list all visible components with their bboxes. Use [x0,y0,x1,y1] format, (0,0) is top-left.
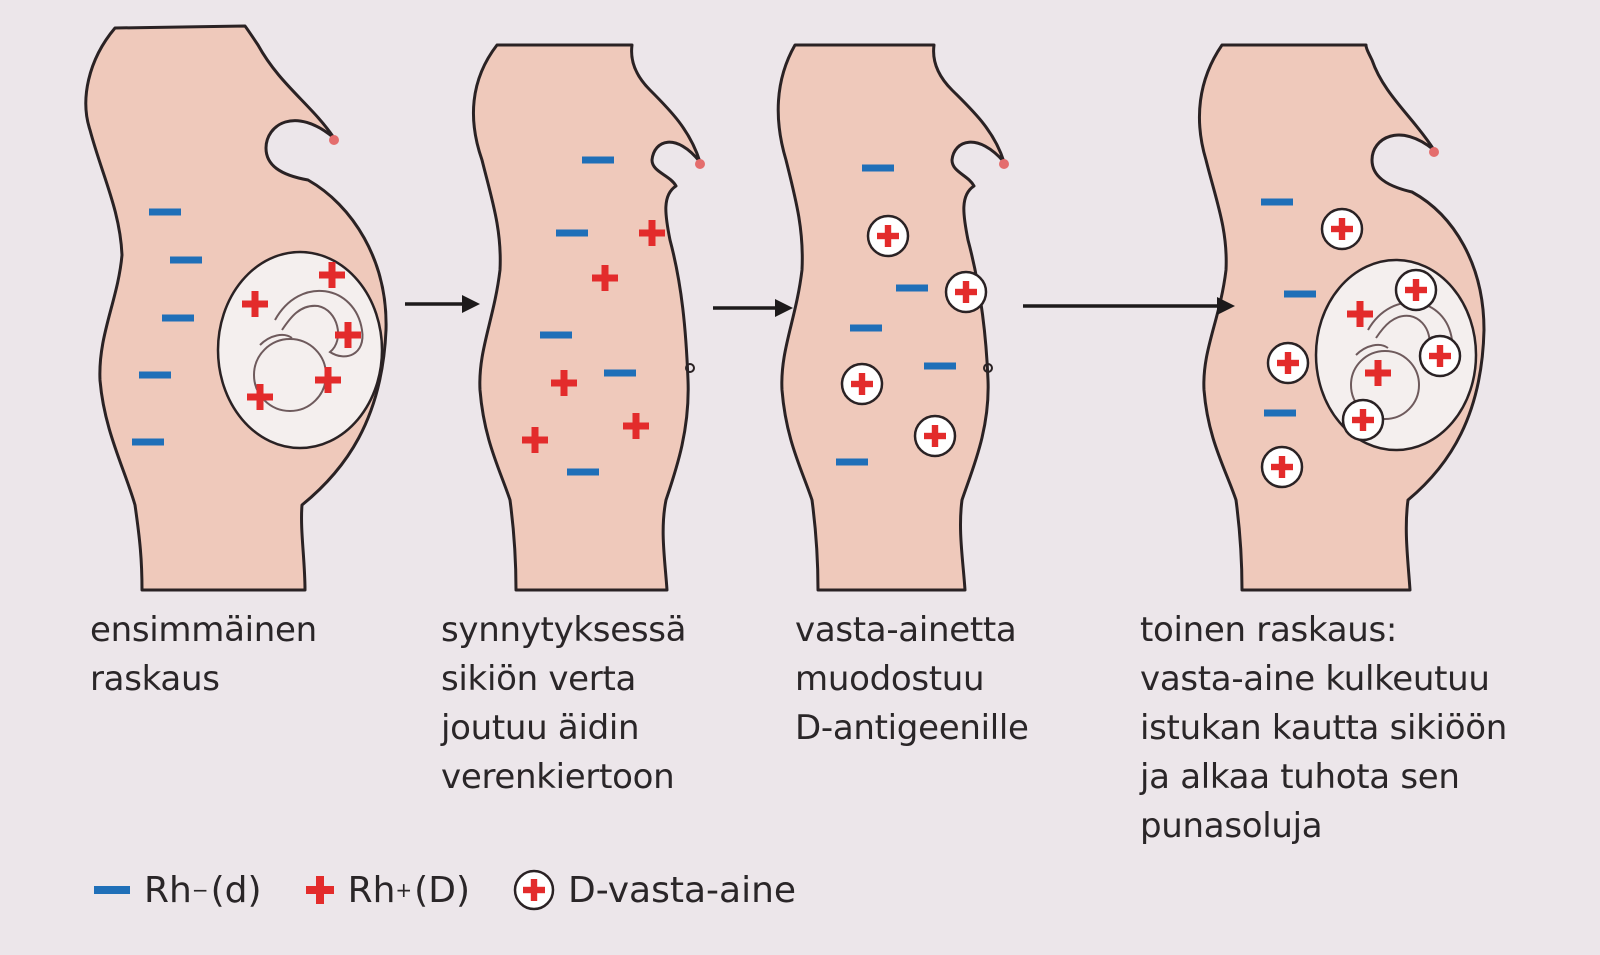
legend-suffix: (d) [210,869,262,911]
circled-plus-icon [1394,268,1438,312]
caption-second-pregnancy: toinen raskaus: vasta-aine kulkeutuu ist… [1140,606,1507,851]
legend-label: Rh [347,869,396,911]
minus-bar-icon [567,468,599,476]
nipple [695,159,705,169]
caption-line: ensimmäinen [90,610,317,650]
minus-bar-icon [850,324,882,332]
caption-line: raskaus [90,659,220,699]
minus-bar-icon [1264,409,1296,417]
nipple [329,135,339,145]
legend-suffix: (D) [414,869,470,911]
caption-line: vasta-ainetta [795,610,1017,650]
legend-label: Rh [144,869,192,911]
circled-plus-icon [944,270,988,314]
figure-first-pregnancy [84,24,388,592]
red-plus-icon [305,876,334,904]
circled-plus-icon [840,362,884,406]
circled-plus-icon [1418,334,1462,378]
legend-item-rh-negative: Rh− (d) [92,870,262,911]
minus-bar-icon [132,438,164,446]
minus-bar-icon [924,362,956,370]
caption-line: verenkiertoon [441,757,675,797]
legend-sup: − [191,878,209,902]
nipple [1429,147,1439,157]
caption-line: D-antigeenille [795,708,1029,748]
torso-outline [471,43,702,592]
minus-bar-icon [170,256,202,264]
circled-plus-icon [1266,341,1310,385]
circled-plus-icon [866,214,910,258]
minus-bar-icon [139,371,171,379]
arrow-right-icon [405,295,480,313]
minus-bar-icon [1261,198,1293,206]
womb [216,250,384,450]
legend-sup: + [395,878,413,902]
minus-bar-icon [604,369,636,377]
minus-bar-icon [162,314,194,322]
caption-line: vasta-aine kulkeutuu [1140,659,1490,699]
navel [983,363,993,373]
minus-bar-icon [1284,290,1316,298]
caption-line: sikiön verta [441,659,637,699]
arrow-right-icon [713,299,793,317]
legend: Rh− (d) Rh+ (D) D-vasta-aine [92,860,838,920]
minus-bar-icon [582,156,614,164]
minus-bar-icon [862,164,894,172]
minus-bar-icon [149,208,181,216]
caption-birth: synnytyksessä sikiön verta joutuu äidin … [441,606,687,802]
circled-plus-icon [513,869,555,911]
arrow-right-icon [1023,297,1235,315]
caption-line: joutuu äidin [441,708,640,748]
legend-item-antibody: D-vasta-aine [512,868,796,912]
minus-bar-icon [896,284,928,292]
caption-line: punasoluja [1140,806,1323,846]
caption-line: toinen raskaus: [1140,610,1398,650]
legend-label: D-vasta-aine [567,869,797,911]
caption-line: ja alkaa tuhota sen [1140,757,1460,797]
navel [685,363,695,373]
circled-plus-icon [1320,207,1364,251]
figure-birth [471,43,705,592]
legend-item-rh-positive: Rh+ (D) [304,870,470,911]
minus-bar-icon [556,229,588,237]
figure-second-pregnancy [1197,43,1486,592]
caption-line: synnytyksessä [441,610,687,650]
figure-antibody-formation [776,43,1009,592]
caption-first-pregnancy: ensimmäinen raskaus [90,606,317,704]
minus-bar-icon [94,886,130,894]
circled-plus-icon [1341,398,1385,442]
caption-line: muodostuu [795,659,985,699]
minus-bar-icon [836,458,868,466]
minus-bar-icon [540,331,572,339]
circled-plus-icon [1260,445,1304,489]
caption-antibody-formation: vasta-ainetta muodostuu D-antigeenille [795,606,1029,753]
nipple [999,159,1009,169]
circled-plus-icon [913,414,957,458]
caption-line: istukan kautta sikiöön [1140,708,1507,748]
torso-outline [776,43,1006,592]
